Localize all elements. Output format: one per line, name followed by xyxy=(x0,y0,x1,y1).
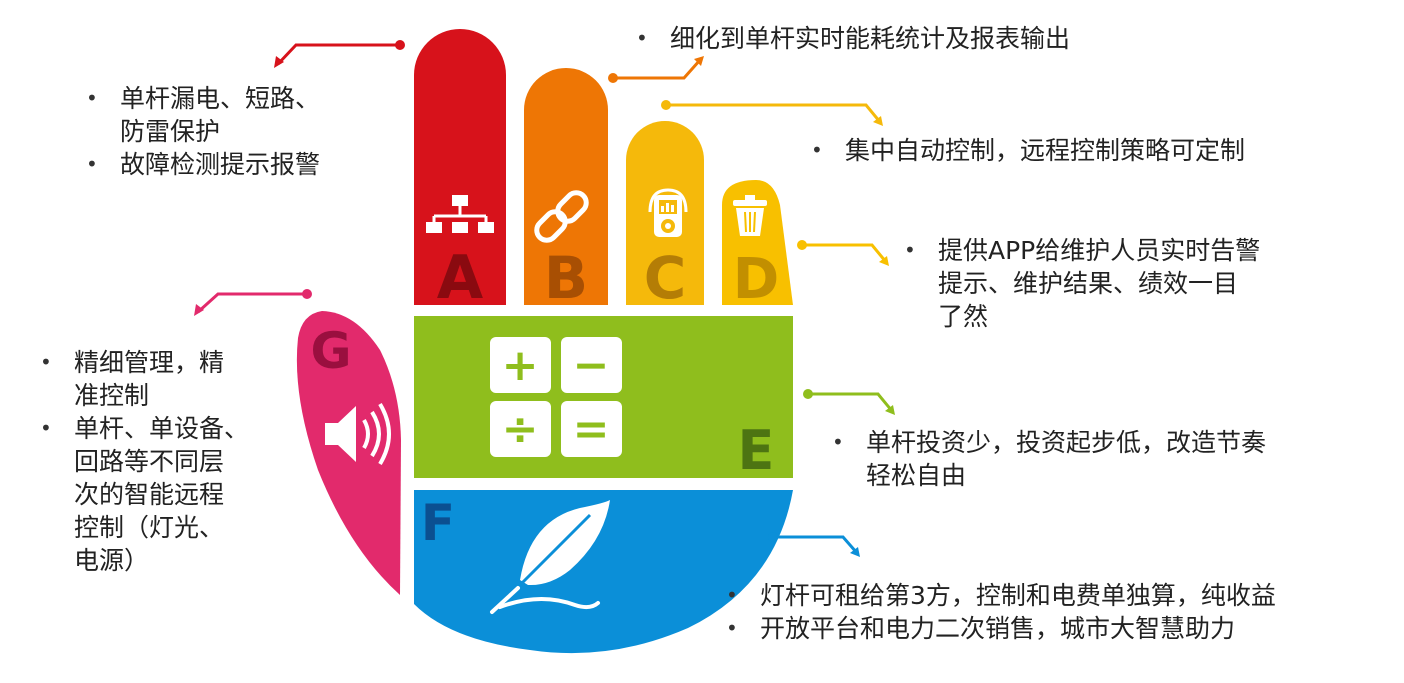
calculator-icon: + − ÷ = xyxy=(490,337,622,457)
note-line: 回路等不同层 xyxy=(74,447,225,476)
note-line: 集中自动控制，远程控制策略可定制 xyxy=(845,136,1246,165)
note-g-item-1: 精细管理，精 准控制 xyxy=(34,346,249,412)
note-c: 集中自动控制，远程控制策略可定制 xyxy=(805,134,1245,167)
connector-c xyxy=(661,100,883,126)
note-line: 防雷保护 xyxy=(120,117,221,146)
note-a-item-2: 故障检测提示报警 xyxy=(80,148,320,181)
note-line: 轻松自由 xyxy=(866,461,967,490)
connector-d xyxy=(797,240,889,266)
minus-symbol: − xyxy=(573,340,610,391)
note-line: 开放平台和电力二次销售，城市大智慧助力 xyxy=(760,614,1236,643)
letter-b: B xyxy=(544,244,588,312)
note-line: 单杆、单设备、 xyxy=(74,414,250,443)
equals-symbol: = xyxy=(573,404,610,455)
connector-e xyxy=(803,389,895,415)
note-e: 单杆投资少，投资起步低，改造节奏 轻松自由 xyxy=(826,426,1266,492)
note-f-item-2: 开放平台和电力二次销售，城市大智慧助力 xyxy=(720,612,1276,645)
note-g: 精细管理，精 准控制 单杆、单设备、 回路等不同层 次的智能远程 控制（灯光、 … xyxy=(34,346,249,577)
note-c-item-1: 集中自动控制，远程控制策略可定制 xyxy=(805,134,1245,167)
letter-g: G xyxy=(310,322,351,380)
finger-a xyxy=(414,29,506,305)
note-a: 单杆漏电、短路、 防雷保护 故障检测提示报警 xyxy=(80,82,320,181)
note-line: 精细管理，精 xyxy=(74,348,225,377)
feather-icon xyxy=(490,500,610,614)
chain-link-icon xyxy=(534,190,589,243)
connector-a xyxy=(274,40,405,68)
finger-b xyxy=(524,68,608,305)
connector-g xyxy=(194,289,312,316)
note-line: 电源） xyxy=(74,546,150,575)
note-d: 提供APP给维护人员实时告警 提示、维护结果、绩效一目 了然 xyxy=(898,234,1260,333)
letter-a: A xyxy=(437,243,484,313)
note-d-item-1: 提供APP给维护人员实时告警 提示、维护结果、绩效一目 了然 xyxy=(898,234,1260,333)
note-line: 故障检测提示报警 xyxy=(120,150,321,179)
note-b-item-1: 细化到单杆实时能耗统计及报表输出 xyxy=(630,22,1070,55)
note-line: 单杆投资少，投资起步低，改造节奏 xyxy=(866,428,1267,457)
note-line: 控制（灯光、 xyxy=(74,513,225,542)
connector-f xyxy=(768,532,860,557)
note-e-item-1: 单杆投资少，投资起步低，改造节奏 轻松自由 xyxy=(826,426,1266,492)
note-line: 提示、维护结果、绩效一目 xyxy=(938,269,1239,298)
note-b: 细化到单杆实时能耗统计及报表输出 xyxy=(630,22,1070,55)
note-line: 单杆漏电、短路、 xyxy=(120,84,321,113)
note-g-item-2: 单杆、单设备、 回路等不同层 次的智能远程 控制（灯光、 电源） xyxy=(34,412,249,577)
note-line: 细化到单杆实时能耗统计及报表输出 xyxy=(670,24,1071,53)
note-line: 提供APP给维护人员实时告警 xyxy=(938,236,1261,265)
note-line: 次的智能远程 xyxy=(74,480,225,509)
palm-section-f xyxy=(414,490,793,654)
plus-symbol: + xyxy=(502,340,539,391)
note-line: 准控制 xyxy=(74,381,150,410)
note-line: 了然 xyxy=(938,302,989,331)
connector-b xyxy=(608,56,704,83)
trash-bin-icon xyxy=(733,195,767,236)
note-line: 灯杆可租给第3方，控制和电费单独算，纯收益 xyxy=(760,581,1276,610)
speaker-icon xyxy=(325,402,391,466)
letter-e: E xyxy=(738,419,775,482)
letter-c: C xyxy=(644,244,687,312)
media-player-icon xyxy=(648,188,688,237)
note-f: 灯杆可租给第3方，控制和电费单独算，纯收益 开放平台和电力二次销售，城市大智慧助… xyxy=(720,579,1276,645)
divide-symbol: ÷ xyxy=(502,404,539,455)
note-a-item-1: 单杆漏电、短路、 防雷保护 xyxy=(80,82,320,148)
letter-f: F xyxy=(421,494,455,552)
letter-d: D xyxy=(733,247,779,312)
note-f-item-1: 灯杆可租给第3方，控制和电费单独算，纯收益 xyxy=(720,579,1276,612)
network-icon xyxy=(426,195,494,233)
